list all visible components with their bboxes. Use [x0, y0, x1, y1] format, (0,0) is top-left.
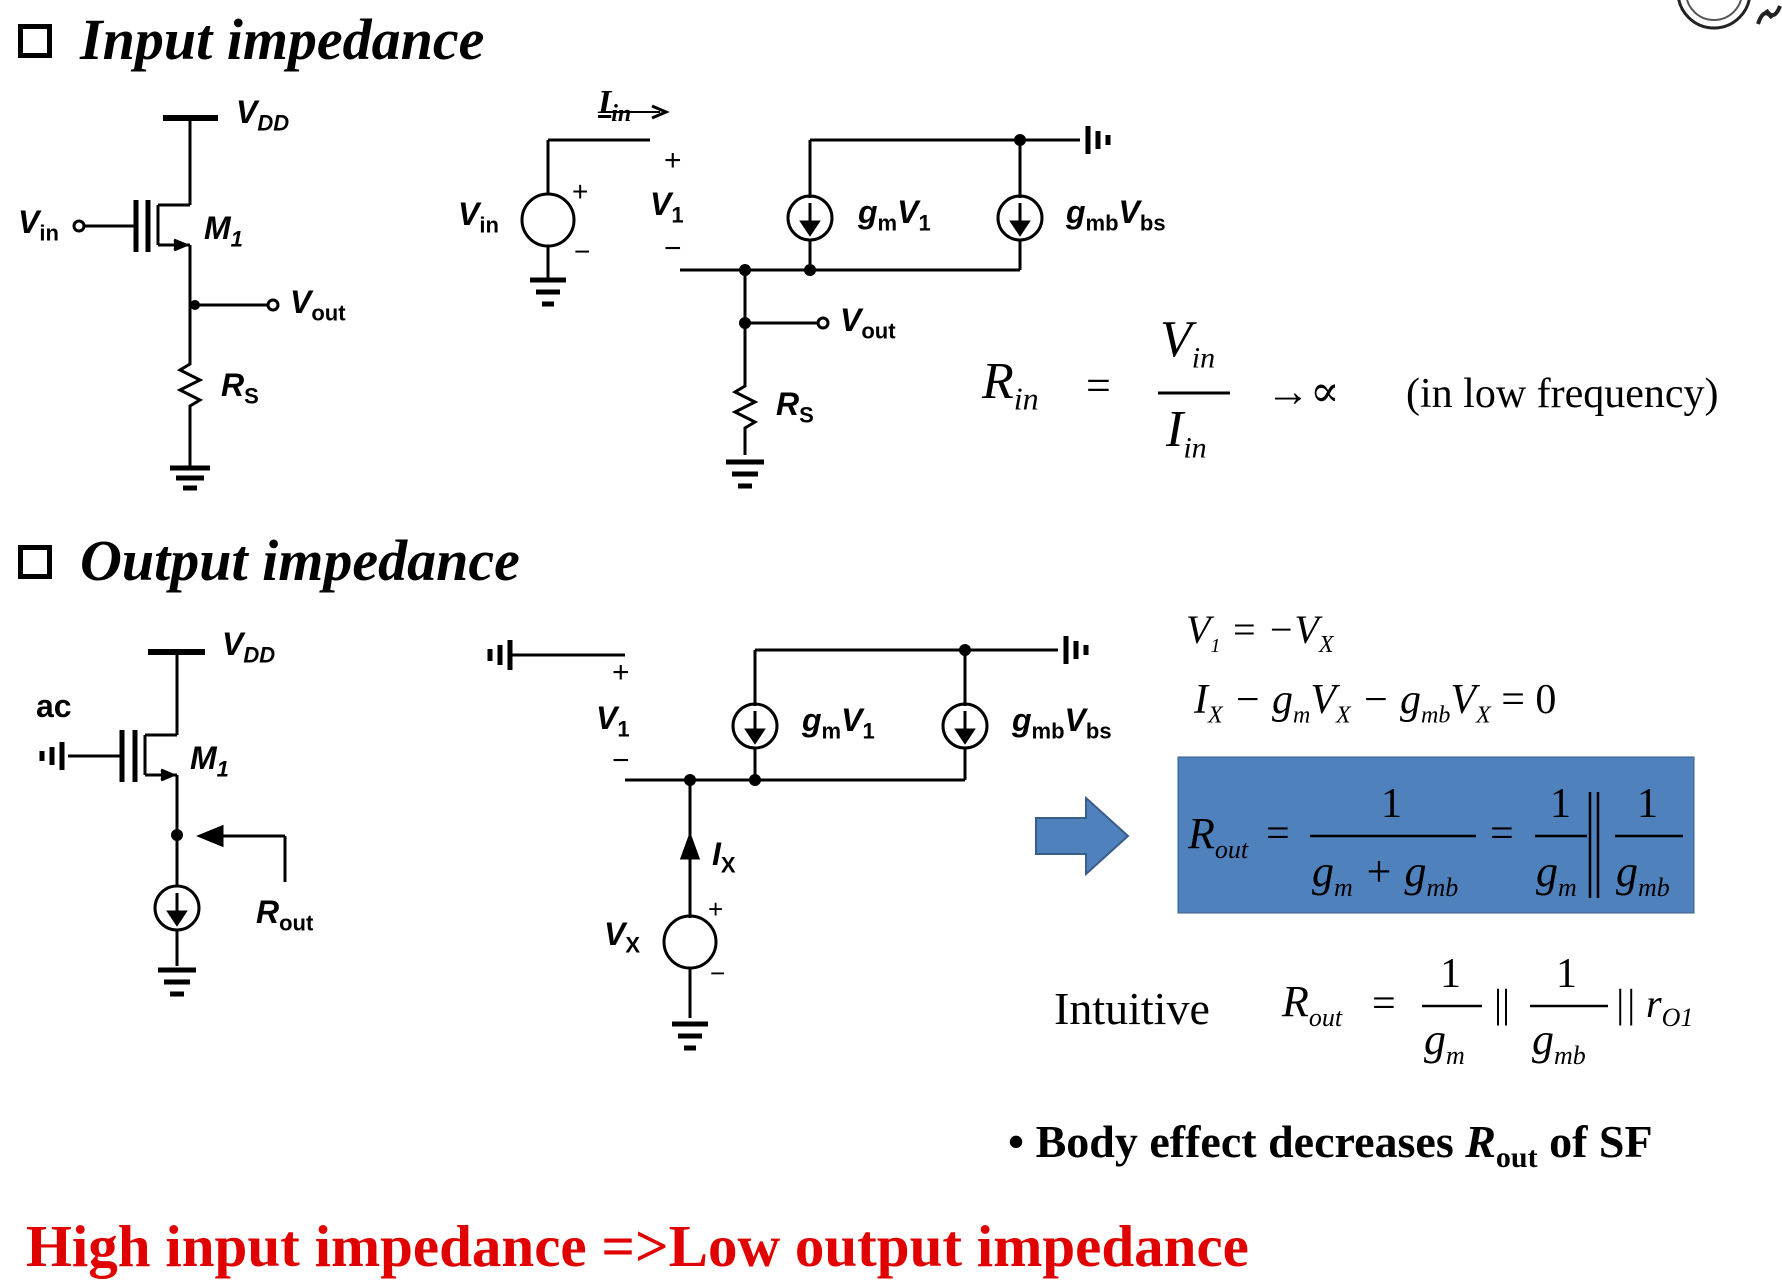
equation-v1: V1 = −VX — [1186, 607, 1334, 658]
gmb-vbs-label: gmbVbs — [1066, 194, 1166, 236]
plus-sign: + — [664, 144, 682, 177]
plus-sign: + — [572, 176, 589, 207]
input-transistor-circuit — [72, 115, 280, 491]
numerator-one: 1 — [1550, 781, 1571, 827]
checkbox-icon — [18, 24, 52, 58]
infinity-arrow: →∝ — [1266, 367, 1340, 416]
m1-label: M1 — [204, 210, 243, 252]
plus-sign: + — [708, 894, 724, 924]
boxed-gm: gm — [1536, 847, 1577, 902]
minus-sign: − — [612, 744, 630, 777]
plus-sign: + — [612, 656, 630, 689]
minus-sign: − — [574, 236, 591, 267]
equation-kcl: IX − gmVX − gmbVX = 0 — [1194, 677, 1557, 729]
v1-label: V1 — [650, 186, 684, 228]
rout-label: Rout — [256, 894, 314, 936]
equals-sign: = — [1372, 981, 1396, 1027]
vdd-label: VDD — [222, 626, 276, 668]
intuitive-gmb: gmb — [1532, 1015, 1586, 1070]
rs-label: RS — [221, 367, 259, 409]
boxed-gmb: gmb — [1616, 847, 1670, 902]
m1-label: M1 — [190, 740, 229, 782]
numerator-one: 1 — [1556, 951, 1577, 997]
vdd-label: VDD — [236, 94, 290, 136]
parallel-sign: || — [1494, 981, 1511, 1026]
iin-label: Iin — [598, 84, 632, 127]
v1-label: V1 — [596, 700, 630, 742]
vin-label: Vin — [18, 204, 59, 246]
ix-label: IX — [712, 836, 736, 878]
low-frequency-note: (in low frequency) — [1406, 371, 1719, 417]
output-small-signal-model — [487, 636, 1089, 1051]
body-effect-bullet: • Body effect decreases Rout of SF — [1008, 1116, 1653, 1175]
vout-label: Vout — [290, 284, 346, 326]
ac-label: ac — [36, 688, 72, 724]
right-arrow-icon — [1035, 795, 1130, 877]
vx-label: VX — [604, 916, 641, 958]
intuitive-ro: || rO1 — [1614, 981, 1694, 1032]
gm-v1-label: gmV1 — [858, 194, 931, 236]
rs-label: RS — [776, 386, 814, 428]
conclusion-text: High input impedance =>Low output impeda… — [26, 1213, 1249, 1279]
minus-sign: − — [710, 958, 726, 988]
heading-input-impedance: Input impedance — [80, 7, 485, 72]
input-small-signal-model — [520, 104, 1111, 489]
minus-sign: − — [664, 232, 682, 265]
boxed-rout-lhs: Rout — [1188, 809, 1249, 864]
gmb-vbs-label: gmbVbs — [1012, 702, 1112, 744]
equals-sign: = — [1086, 361, 1111, 410]
equals-sign: = — [1490, 811, 1514, 857]
boxed-denominator: gm + gmb — [1312, 847, 1459, 902]
rin-denominator: Iin — [1166, 401, 1207, 465]
checkbox-icon — [18, 545, 52, 579]
vin-source-label: Vin — [458, 196, 499, 238]
gm-v1-label: gmV1 — [802, 702, 875, 744]
university-logo — [1677, 0, 1782, 30]
heading-output-impedance: Output impedance — [80, 528, 520, 593]
intuitive-gm: gm — [1424, 1015, 1465, 1070]
rin-numerator: Vin — [1160, 311, 1216, 375]
intuitive-rout-lhs: Rout — [1282, 977, 1343, 1032]
intuitive-label: Intuitive — [1054, 983, 1210, 1034]
equals-sign: = — [1266, 811, 1290, 857]
numerator-one: 1 — [1637, 781, 1658, 827]
numerator-one: 1 — [1381, 781, 1402, 827]
numerator-one: 1 — [1440, 951, 1461, 997]
vout-label: Vout — [840, 302, 896, 344]
output-transistor-circuit — [39, 649, 287, 997]
rin-formula-lhs: Rin — [982, 353, 1039, 417]
